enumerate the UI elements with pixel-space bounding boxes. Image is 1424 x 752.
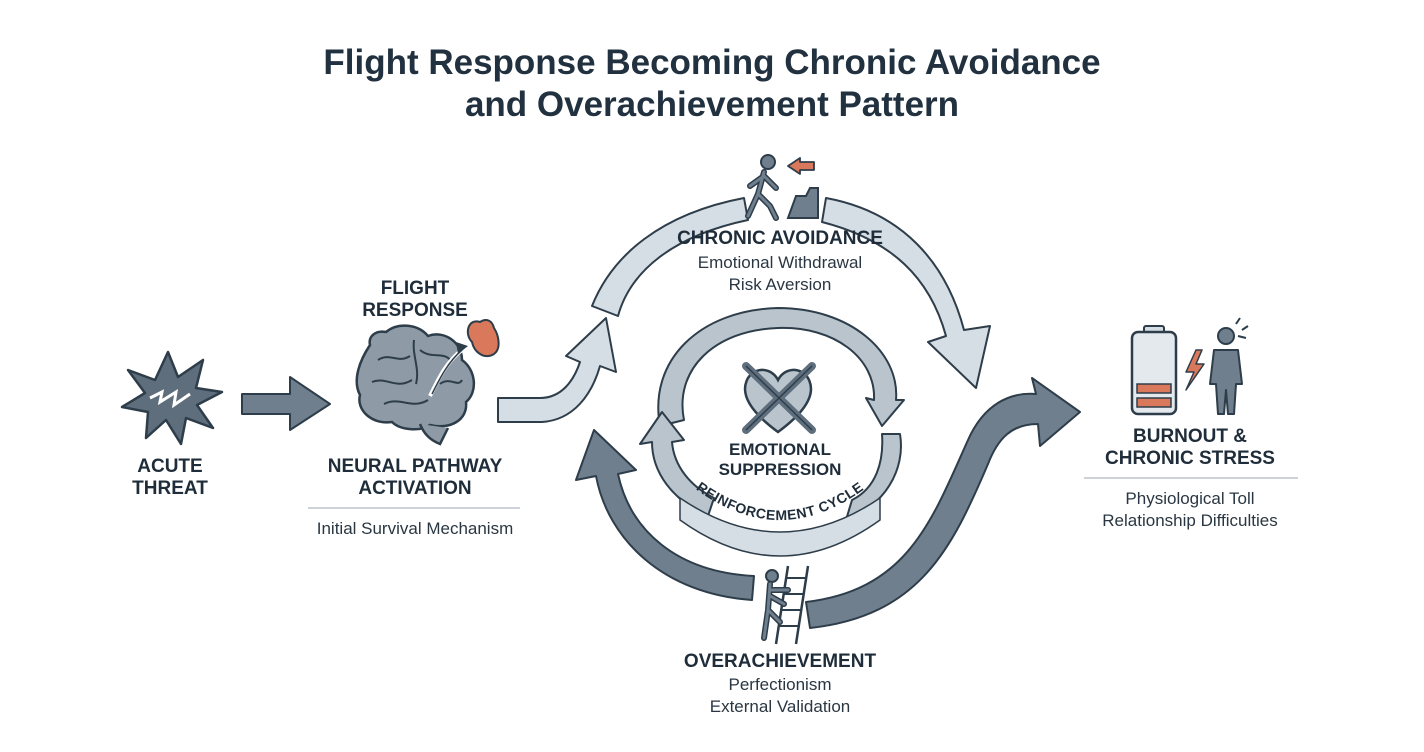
person-walking-away-icon — [745, 154, 819, 221]
burnout-label-2: CHRONIC STRESS — [1105, 448, 1275, 469]
brain-icon — [355, 324, 475, 446]
chronic-avoidance-sub-2: Risk Aversion — [728, 275, 832, 294]
crossed-heart-icon — [742, 362, 816, 434]
overachievement-arc-left — [575, 429, 755, 601]
burnout-label-1: BURNOUT & — [1133, 426, 1247, 447]
page-title-line-2: and Overachievement Pattern — [464, 85, 960, 124]
overachievement-sub-1: Perfectionism — [728, 675, 832, 694]
flight-response-label-2: RESPONSE — [362, 300, 468, 321]
overachievement-sub-2: External Validation — [709, 697, 851, 716]
adrenal-gland-icon — [466, 319, 500, 358]
acute-threat-label-2: THREAT — [132, 478, 208, 499]
person-climbing-ladder-icon — [761, 565, 810, 645]
neural-pathway-label-2: ACTIVATION — [358, 478, 472, 499]
neural-pathway-label-1: NEURAL PATHWAY — [327, 456, 503, 477]
reinforcement-cycle-label: REINFORCEMENT CYCLE — [694, 478, 866, 523]
flight-response-label-1: FLIGHT — [380, 278, 450, 299]
overachievement-label: OVERACHIEVEMENT — [683, 651, 877, 672]
emotional-suppression-label-1: EMOTIONAL — [729, 440, 831, 459]
emotional-suppression-label-2: SUPPRESSION — [718, 460, 842, 479]
arrow-to-avoidance — [497, 317, 617, 423]
reinforcement-ring — [639, 307, 905, 557]
acute-threat-label-1: ACUTE — [137, 456, 203, 477]
low-battery-person-icon — [1130, 317, 1249, 416]
chronic-avoidance-sub-1: Emotional Withdrawal — [697, 253, 863, 272]
arrow-to-burnout — [805, 377, 1081, 629]
burnout-sub-2: Relationship Difficulties — [1102, 511, 1278, 530]
neural-pathway-caption: Initial Survival Mechanism — [316, 519, 514, 538]
chronic-avoidance-label: CHRONIC AVOIDANCE — [677, 228, 883, 249]
avoidance-arc — [591, 197, 991, 389]
page-title-line-1: Flight Response Becoming Chronic Avoidan… — [323, 43, 1101, 82]
burnout-sub-1: Physiological Toll — [1125, 489, 1255, 508]
explosion-icon — [120, 350, 224, 446]
arrow-threat-to-brain — [241, 376, 331, 431]
